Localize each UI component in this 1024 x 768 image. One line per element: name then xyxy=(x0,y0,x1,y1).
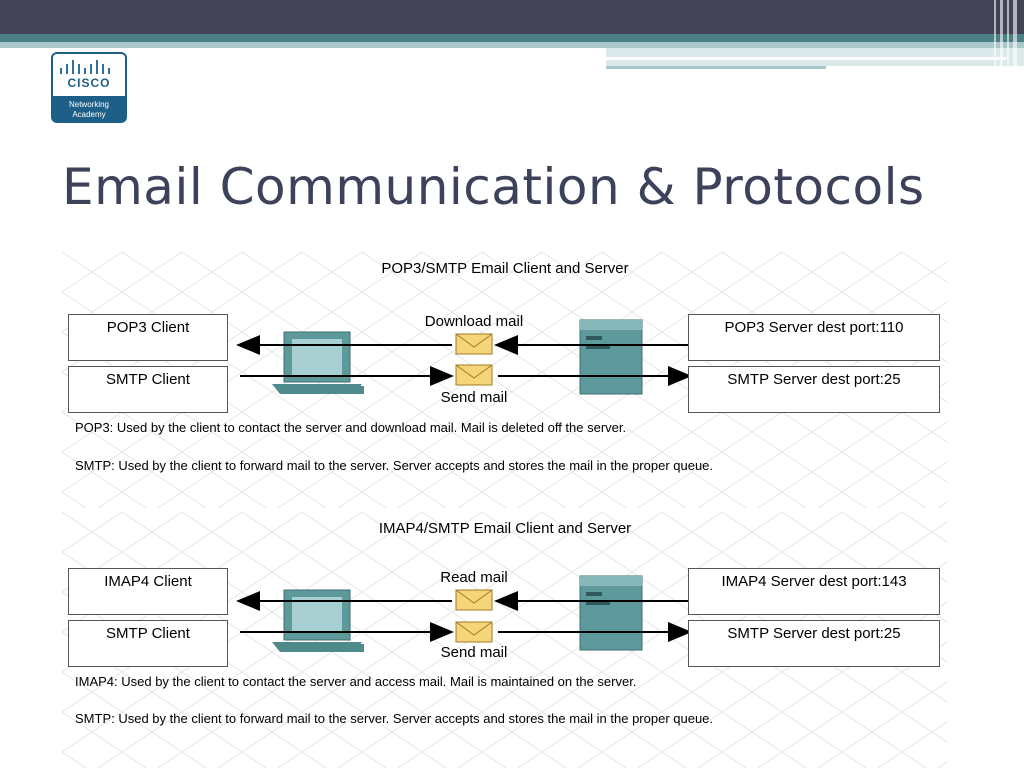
banner-stripe xyxy=(606,57,1006,60)
smtp-server-box: SMTP Server dest port:25 xyxy=(688,620,940,667)
banner-stripe xyxy=(606,66,826,69)
download-mail-label: Download mail xyxy=(424,313,524,330)
smtp-client-box: SMTP Client xyxy=(68,366,228,413)
smtp-client-box: SMTP Client xyxy=(68,620,228,667)
logo-brand: CISCO xyxy=(67,76,111,90)
server-tower-icon xyxy=(579,575,643,651)
envelope-icon xyxy=(455,589,493,611)
banner-stripe xyxy=(0,34,1024,42)
computer-icon xyxy=(272,589,364,652)
smtp-server-box: SMTP Server dest port:25 xyxy=(688,366,940,413)
page-title: Email Communication & Protocols xyxy=(62,158,925,216)
cisco-networking-academy-logo: CISCO Networking Academy xyxy=(51,52,127,123)
send-mail-label: Send mail xyxy=(440,644,508,661)
imap4-description: IMAP4: Used by the client to contact the… xyxy=(75,674,637,689)
logo-line2: Academy xyxy=(72,110,106,119)
envelope-icon xyxy=(455,621,493,643)
read-mail-label: Read mail xyxy=(440,569,508,586)
diagram-title: IMAP4/SMTP Email Client and Server xyxy=(378,520,632,537)
banner-vertical-stripes xyxy=(990,0,1024,70)
smtp-description: SMTP: Used by the client to forward mail… xyxy=(75,711,714,726)
send-mail-label: Send mail xyxy=(440,389,508,406)
imap4-server-box: IMAP4 Server dest port:143 xyxy=(688,568,940,615)
imap4-smtp-diagram: IMAP4/SMTP Email Client and Server IMAP4… xyxy=(62,512,948,768)
banner-stripe xyxy=(0,42,1024,48)
pop3-description: POP3: Used by the client to contact the … xyxy=(75,420,627,435)
logo-top-panel xyxy=(53,54,125,96)
cisco-bars-icon xyxy=(60,60,118,74)
logo-line1: Networking xyxy=(68,100,109,109)
envelope-icon xyxy=(455,333,493,355)
top-banner xyxy=(0,0,1024,34)
pop3-server-box: POP3 Server dest port:110 xyxy=(688,314,940,361)
pop3-client-box: POP3 Client xyxy=(68,314,228,361)
envelope-icon xyxy=(455,364,493,386)
server-tower-icon xyxy=(579,319,643,395)
computer-icon xyxy=(272,331,364,394)
smtp-description: SMTP: Used by the client to forward mail… xyxy=(75,458,714,473)
diagram-title: POP3/SMTP Email Client and Server xyxy=(381,260,629,277)
pop3-smtp-diagram: POP3/SMTP Email Client and Server POP3 C… xyxy=(62,252,948,508)
imap4-client-box: IMAP4 Client xyxy=(68,568,228,615)
